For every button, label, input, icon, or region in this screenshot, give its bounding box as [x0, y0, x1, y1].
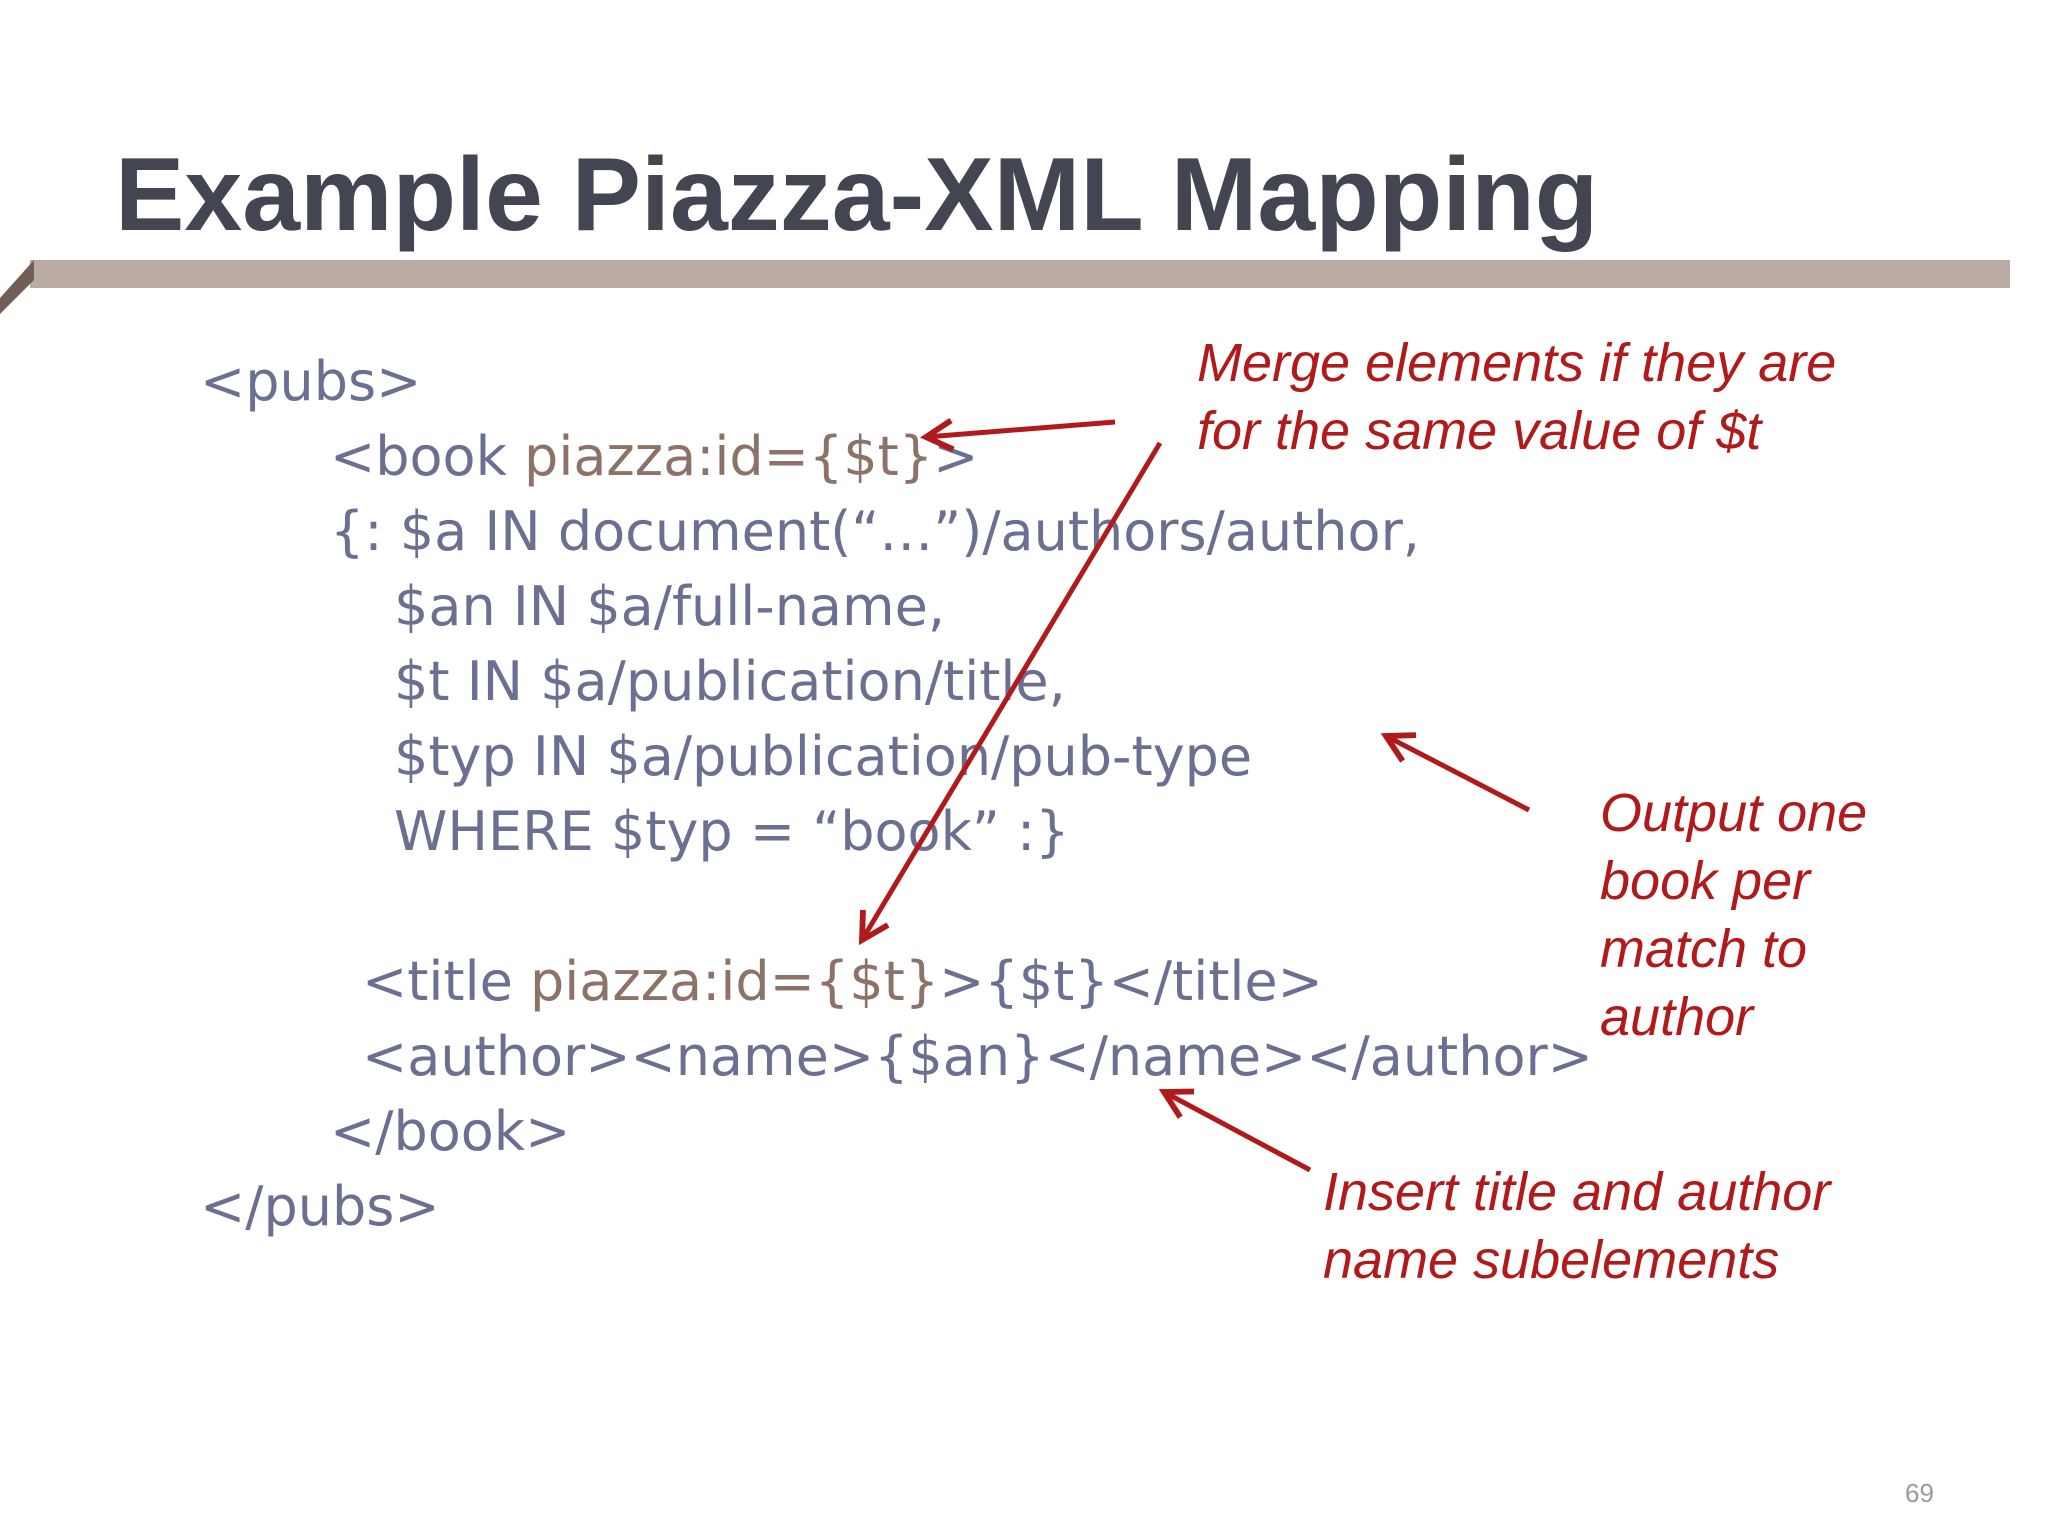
code-text: </pubs>	[200, 1175, 440, 1238]
code-line-for-clause: {: $a IN document(“…”)/authors/author,	[330, 505, 1420, 559]
code-line-title-var: $t IN $a/publication/title,	[394, 655, 1066, 709]
code-text: $typ IN $a/publication/pub-type	[394, 725, 1253, 788]
code-line-pub-type: $typ IN $a/publication/pub-type	[394, 730, 1252, 784]
code-line-book-open: <book piazza:id={$t}>	[330, 430, 978, 484]
code-text: WHERE $typ = “book” :}	[394, 800, 1070, 863]
code-attribute: piazza:id={$t}	[530, 950, 940, 1013]
code-tag: <book	[330, 425, 525, 488]
annotation-line: book per	[1600, 851, 1811, 911]
annotation-output: Output one book per match to author	[1600, 779, 1867, 1051]
code-tag: >{$t}</title>	[939, 950, 1323, 1013]
annotation-merge: Merge elements if they are for the same …	[1197, 329, 1836, 465]
code-line-title-element: <title piazza:id={$t}>{$t}</title>	[362, 955, 1323, 1009]
code-tag: >	[933, 425, 979, 488]
code-text: {: $a IN document(“…”)/authors/author,	[330, 500, 1420, 563]
code-attribute: piazza:id={$t}	[524, 425, 934, 488]
code-line-full-name: $an IN $a/full-name,	[394, 580, 945, 634]
annotation-line: Output one	[1600, 783, 1868, 843]
title-rule	[0, 260, 2010, 314]
annotation-line: name subelements	[1323, 1230, 1780, 1290]
annotation-line: Insert title and author	[1323, 1162, 1831, 1222]
annotation-line: author	[1600, 987, 1754, 1047]
code-text: $an IN $a/full-name,	[394, 575, 945, 638]
page-number: 69	[1905, 1478, 1934, 1508]
code-line-book-close: </book>	[330, 1105, 570, 1159]
code-line-author-element: <author><name>{$an}</name></author>	[362, 1030, 1593, 1084]
code-tag: <title	[362, 950, 530, 1013]
code-text: <author><name>{$an}</name></author>	[362, 1025, 1593, 1088]
annotation-line: Merge elements if they are	[1197, 333, 1837, 393]
arrow-to-author-name	[1164, 1092, 1312, 1173]
annotation-insert: Insert title and author name subelements	[1323, 1158, 1830, 1294]
code-text: </book>	[330, 1100, 571, 1163]
code-text: <pubs>	[200, 350, 422, 413]
code-line-pubs-open: <pubs>	[200, 355, 421, 409]
code-line-where: WHERE $typ = “book” :}	[394, 805, 1070, 859]
slide-title: Example Piazza-XML Mapping	[115, 137, 1599, 253]
code-text: $t IN $a/publication/title,	[394, 650, 1066, 713]
arrow-to-pub-type	[1386, 736, 1531, 813]
annotation-line: for the same value of $t	[1197, 401, 1762, 461]
annotation-line: match to	[1600, 919, 1808, 979]
code-line-pubs-close: </pubs>	[200, 1180, 440, 1234]
